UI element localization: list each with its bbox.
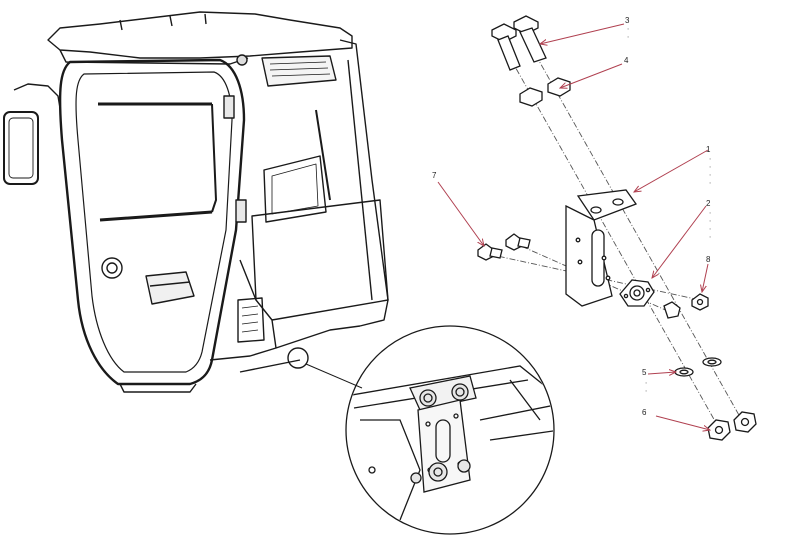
part-7-bolts bbox=[477, 233, 531, 261]
part-8-nut bbox=[691, 293, 709, 311]
callout-8-label: 8 bbox=[706, 255, 711, 264]
part-1-mounting-bracket bbox=[565, 189, 638, 307]
callout-6-label: 6 bbox=[642, 408, 647, 417]
part-5-washers bbox=[674, 357, 722, 377]
callout-1-dots: · · · · bbox=[708, 156, 713, 188]
callout-1-label: 1 bbox=[706, 145, 711, 154]
callout-4-label: 4 bbox=[624, 56, 629, 65]
callout-5-label: 5 bbox=[642, 368, 647, 377]
callout-leaders bbox=[437, 23, 710, 430]
callout-2-dots: · · · · bbox=[708, 210, 713, 242]
callout-3-label: 3 bbox=[625, 16, 630, 25]
part-4-nuts bbox=[519, 77, 571, 107]
detail-leader-line bbox=[305, 363, 363, 389]
callout-7-label: 7 bbox=[432, 171, 437, 180]
callout-2-label: 2 bbox=[706, 199, 711, 208]
part-2-flange-bushing bbox=[619, 279, 681, 319]
callout-5-dots: · · bbox=[644, 380, 649, 396]
part-3-bolts bbox=[491, 15, 547, 71]
detail-magnified-view bbox=[345, 325, 555, 535]
tractor-cab bbox=[3, 11, 389, 393]
part-6-nuts bbox=[707, 411, 757, 441]
callout-3-dots: · · bbox=[626, 26, 631, 42]
